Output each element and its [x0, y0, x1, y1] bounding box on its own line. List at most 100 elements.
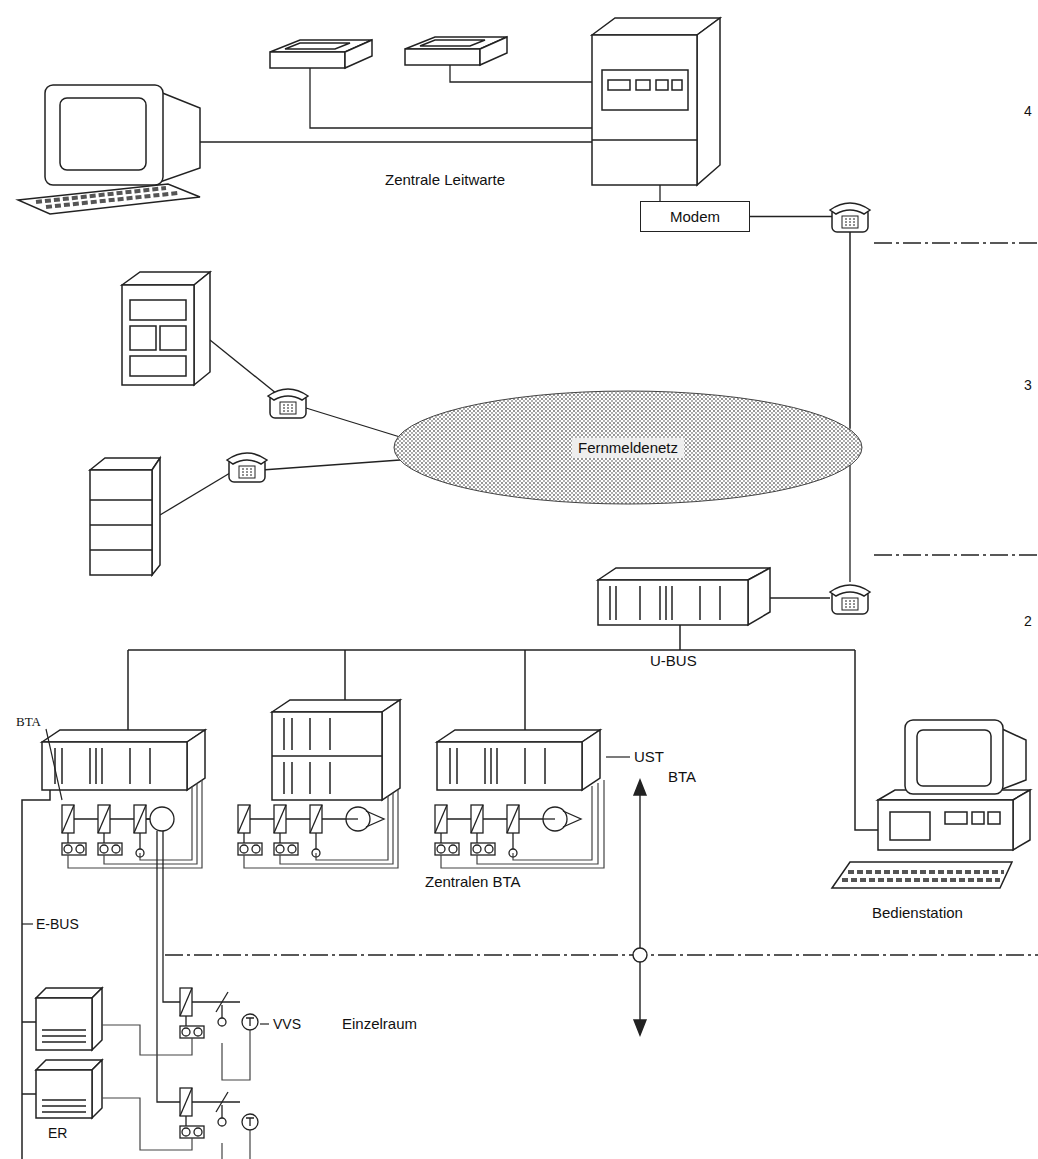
central-computer [656, 80, 668, 90]
line-art [238, 805, 346, 857]
operator-station [1000, 728, 1026, 790]
signal-wire [477, 783, 598, 864]
leader-line [22, 729, 630, 1024]
level-separator [874, 242, 1038, 243]
keyboard [18, 184, 200, 214]
printer [270, 52, 345, 68]
line-art [435, 805, 543, 857]
printer [480, 37, 507, 65]
room-controller [36, 998, 92, 1050]
server-cabinet [194, 272, 210, 385]
computer-tower [90, 458, 160, 575]
bus-line [679, 625, 681, 650]
cable [200, 65, 660, 201]
keyboard [832, 862, 1012, 888]
cable [770, 597, 830, 598]
signal-wire [513, 786, 592, 860]
room-controller [36, 1060, 102, 1070]
phone-line [750, 217, 850, 429]
ust-controller [437, 742, 582, 790]
level-arrow [633, 948, 647, 962]
bus-label: U-BUS [648, 652, 699, 670]
operator-station [917, 730, 991, 786]
line-art [180, 1088, 258, 1138]
signal-wire [102, 1098, 192, 1150]
room-controller [36, 988, 102, 998]
level-arrow [634, 1020, 646, 1035]
ust-controller [437, 730, 600, 790]
signal-wire [222, 1030, 250, 1080]
central-computer [636, 80, 650, 90]
bus-line [127, 650, 129, 730]
device-label: BTA [666, 768, 698, 786]
operator-station [890, 812, 930, 840]
ust-controller [450, 748, 545, 784]
room-controller [92, 1060, 102, 1118]
duct-line [346, 818, 358, 819]
level-number: 4 [1022, 102, 1034, 120]
signal-wire [316, 796, 388, 860]
level-arrow [639, 790, 640, 1025]
computer-tower [152, 458, 160, 575]
bus-label: E-BUS [34, 915, 81, 933]
bus-line [22, 1093, 36, 1095]
zone-label: Einzelraum [340, 1015, 419, 1033]
central-computer [602, 70, 688, 110]
leader-line [22, 923, 33, 924]
device-label: VVS [271, 1015, 303, 1033]
room-controller [42, 1100, 86, 1112]
ust-controller [272, 700, 400, 712]
keyboard [832, 862, 1012, 888]
bus-line [128, 649, 855, 651]
line-art [227, 453, 267, 482]
bus-line [128, 625, 878, 830]
sub-controller [748, 568, 770, 625]
central-computer [697, 18, 720, 185]
station-label: Zentrale Leitwarte [383, 171, 507, 189]
ust-controller [272, 700, 400, 800]
ust-controller [582, 730, 600, 790]
cable [200, 141, 592, 142]
keyboard [842, 878, 1000, 882]
keyboard [848, 870, 1004, 874]
level-separator [165, 954, 1038, 955]
heater-symbol [150, 807, 174, 831]
device-label: ER [46, 1124, 69, 1142]
central-computer [608, 80, 630, 90]
device-label: Bedienstation [870, 904, 965, 922]
cable [849, 465, 850, 582]
cable [210, 340, 282, 398]
server-cabinet [130, 326, 156, 350]
signal-wire [104, 783, 197, 864]
line-art [346, 807, 384, 831]
signal-wire [441, 780, 604, 868]
level-number: 3 [1022, 376, 1034, 394]
printer [285, 43, 350, 49]
ust-controller [272, 712, 382, 800]
duct-line [543, 818, 555, 819]
node-label: Modem [670, 208, 720, 226]
cable [262, 460, 400, 470]
keyboard [18, 184, 200, 214]
group-label: Zentralen BTA [423, 873, 523, 891]
server-cabinet [122, 272, 210, 385]
signal-wire [68, 780, 604, 868]
workstation-monitor [160, 92, 200, 182]
leader-line [260, 1023, 269, 1024]
central-computer [592, 18, 720, 185]
cable [450, 65, 592, 82]
operator-station [878, 720, 1030, 850]
central-computer [592, 35, 697, 185]
room-controller [36, 1070, 92, 1118]
signal-wire [221, 1143, 222, 1159]
workstation-monitor [45, 85, 200, 185]
ust-controller [382, 700, 400, 800]
cable [306, 408, 400, 437]
ust-controller [42, 730, 205, 790]
room-controller [92, 988, 102, 1050]
sub-controller [598, 580, 748, 625]
keyboard [46, 193, 178, 207]
server-cabinet [130, 300, 186, 320]
